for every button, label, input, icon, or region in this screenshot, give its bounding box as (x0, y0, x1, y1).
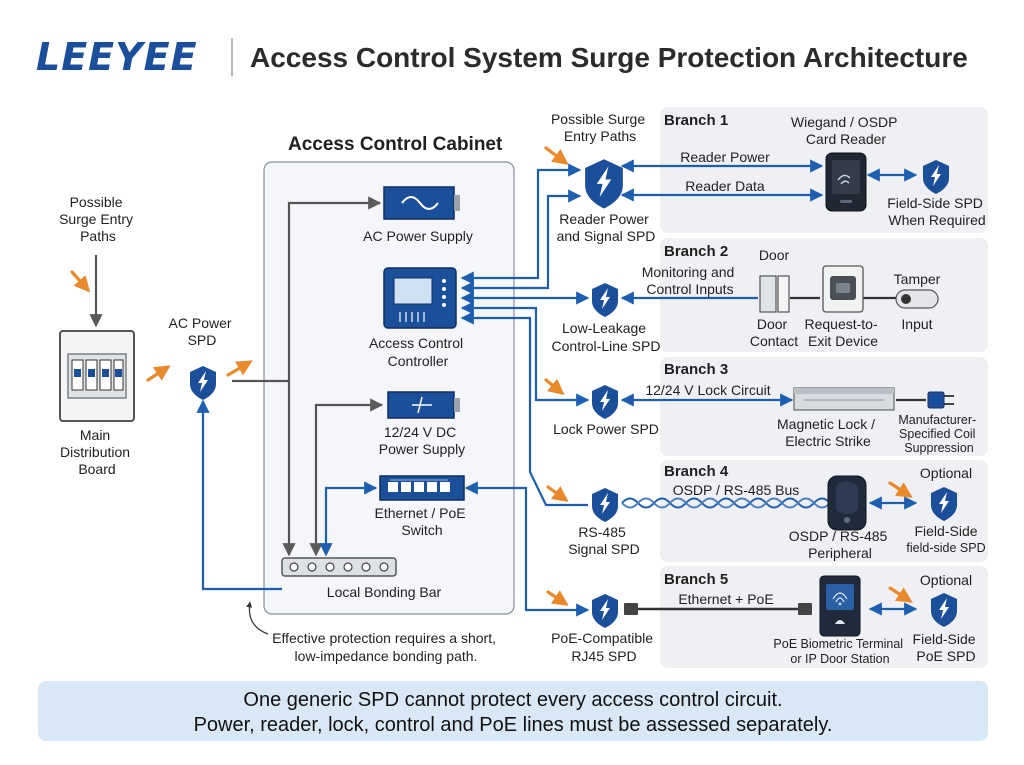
door-contact-icon (759, 275, 790, 313)
optional-label-4: Optional (920, 465, 972, 481)
controller-label: Access Control Controller (369, 335, 467, 369)
bonding-note: Effective protection requires a short, l… (272, 630, 500, 664)
poe-switch-icon (379, 475, 465, 501)
brand-logo: LEEYEE (36, 35, 198, 79)
door-contact-label: Door Contact (750, 316, 798, 349)
coil-suppression-label: Manufacturer- Specified Coil Suppression (898, 413, 979, 455)
surge-arrow-icon (70, 270, 91, 293)
surge-arrows (70, 146, 913, 606)
magnetic-lock-icon (793, 387, 895, 411)
bonding-bar-label: Local Bonding Bar (327, 584, 442, 600)
tamper-label: Tamper (894, 271, 941, 287)
osdp-peripheral-icon (827, 475, 867, 531)
rex-label: Request-to- Exit Device (804, 316, 881, 349)
bonding-note-arrow (246, 601, 269, 635)
branch-4-title: Branch 4 (664, 463, 729, 480)
tamper-input-label: Input (901, 316, 932, 332)
ac-spd-shield-icon (190, 366, 216, 400)
coil-suppression-icon (927, 391, 954, 409)
cabinet-title: Access Control Cabinet (288, 134, 503, 155)
rj45-connector-icon (624, 603, 812, 615)
rs485-bus-label: OSDP / RS-485 Bus (673, 482, 800, 498)
biometric-terminal-icon (819, 575, 861, 637)
dc-power-supply-icon (387, 391, 460, 419)
optional-label-5: Optional (920, 572, 972, 588)
card-reader-label: Wiegand / OSDP Card Reader (791, 114, 901, 147)
field-spd-4-label: Field-Side (914, 523, 977, 539)
reader-data-label: Reader Data (685, 178, 765, 194)
access-controller-icon (383, 267, 457, 329)
branch-2-title: Branch 2 (664, 243, 728, 260)
rs485-spd-label: RS-485 Signal SPD (568, 524, 640, 557)
distribution-board-icon (59, 330, 135, 422)
surge-arrow-icon (226, 360, 253, 377)
lock-spd-label: Lock Power SPD (553, 421, 659, 437)
page-title: Access Control System Surge Protection A… (250, 42, 968, 73)
banner-line-2: Power, reader, lock, control and PoE lin… (194, 714, 833, 736)
left-surge-paths-label: Possible Surge Entry Paths (59, 194, 137, 244)
field-spd-5-label: Field-Side PoE SPD (913, 631, 980, 664)
surge-arrow-icon (546, 590, 569, 606)
reader-spd-shield-icon (585, 159, 623, 209)
banner-line-1: One generic SPD cannot protect every acc… (243, 689, 782, 711)
tamper-switch-icon (895, 289, 939, 309)
summary-banner (38, 681, 988, 741)
field-spd-1-shield-icon (923, 160, 949, 194)
surge-arrow-icon (546, 485, 569, 502)
dc-power-supply-label: 12/24 V DC Power Supply (379, 424, 465, 457)
control-spd-label: Low-Leakage Control-Line SPD (552, 320, 661, 354)
poe-spd-shield-icon (592, 594, 618, 628)
surge-arrow-icon (888, 481, 913, 498)
surge-arrow-icon (544, 378, 565, 396)
branch-3-title: Branch 3 (664, 361, 728, 378)
reader-spd-label: Reader Power and Signal SPD (557, 211, 656, 244)
inputs-label: Monitoring and Control Inputs (642, 264, 739, 297)
mid-surge-paths-label: Possible Surge Entry Paths (551, 111, 649, 144)
ac-power-supply-label: AC Power Supply (363, 228, 473, 244)
ethernet-poe-label: Ethernet + PoE (678, 591, 773, 607)
bonding-bar-icon (281, 557, 397, 577)
surge-arrow-icon (888, 586, 913, 603)
wiring (89, 159, 926, 617)
field-spd-5-shield-icon (931, 593, 957, 627)
distribution-board-label: Main Distribution Board (60, 427, 134, 477)
lock-circuit-label: 12/24 V Lock Circuit (645, 382, 770, 398)
control-spd-shield-icon (592, 283, 618, 317)
biometric-terminal-label: PoE Biometric Terminal or IP Door Statio… (773, 637, 906, 666)
reader-power-label: Reader Power (680, 149, 770, 165)
request-to-exit-icon (822, 265, 864, 313)
ac-power-supply-icon (383, 186, 460, 220)
door-label: Door (759, 247, 790, 263)
osdp-peripheral-label: OSDP / RS-485 Peripheral (789, 528, 891, 561)
poe-spd-label: PoE-Compatible RJ45 SPD (551, 630, 657, 664)
surge-arrow-icon (544, 146, 569, 165)
field-spd-4-sublabel: field-side SPD (906, 541, 985, 555)
surge-arrow-icon (146, 365, 171, 382)
field-spd-4-shield-icon (931, 487, 957, 521)
branch-5-title: Branch 5 (664, 571, 728, 588)
ac-spd-label: AC Power SPD (169, 315, 236, 348)
lock-spd-shield-icon (592, 385, 618, 419)
switch-label: Ethernet / PoE Switch (375, 505, 470, 538)
spd-shields (190, 159, 957, 628)
field-spd-1-label: Field-Side SPD When Required (887, 195, 987, 228)
card-reader-icon (825, 152, 867, 212)
rs485-spd-shield-icon (592, 488, 618, 522)
magnetic-lock-label: Magnetic Lock / Electric Strike (777, 416, 879, 449)
branch-1-title: Branch 1 (664, 112, 728, 129)
